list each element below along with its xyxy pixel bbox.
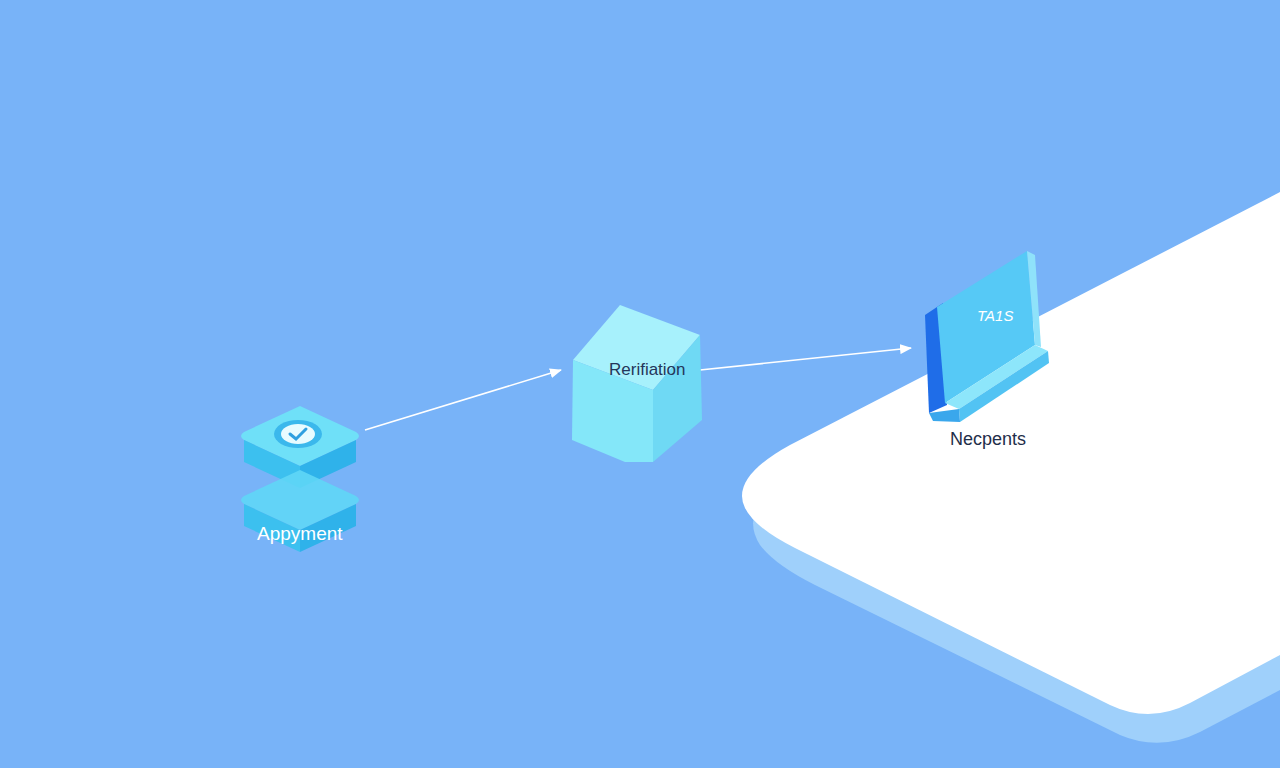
node-label: Necpents	[950, 429, 1026, 450]
process-block: Rerifiation	[565, 300, 710, 468]
block-shape	[565, 300, 710, 468]
flow-arrow	[700, 348, 911, 370]
node-label: Appyment	[257, 523, 343, 545]
node-label: Rerifiation	[609, 360, 686, 380]
flow-arrow	[365, 370, 561, 430]
icon-node: Appyment	[225, 392, 375, 564]
platform-top	[742, 192, 1280, 714]
node-label: TA1S	[977, 307, 1013, 324]
target-block: TA1S Necpents	[915, 245, 1060, 467]
